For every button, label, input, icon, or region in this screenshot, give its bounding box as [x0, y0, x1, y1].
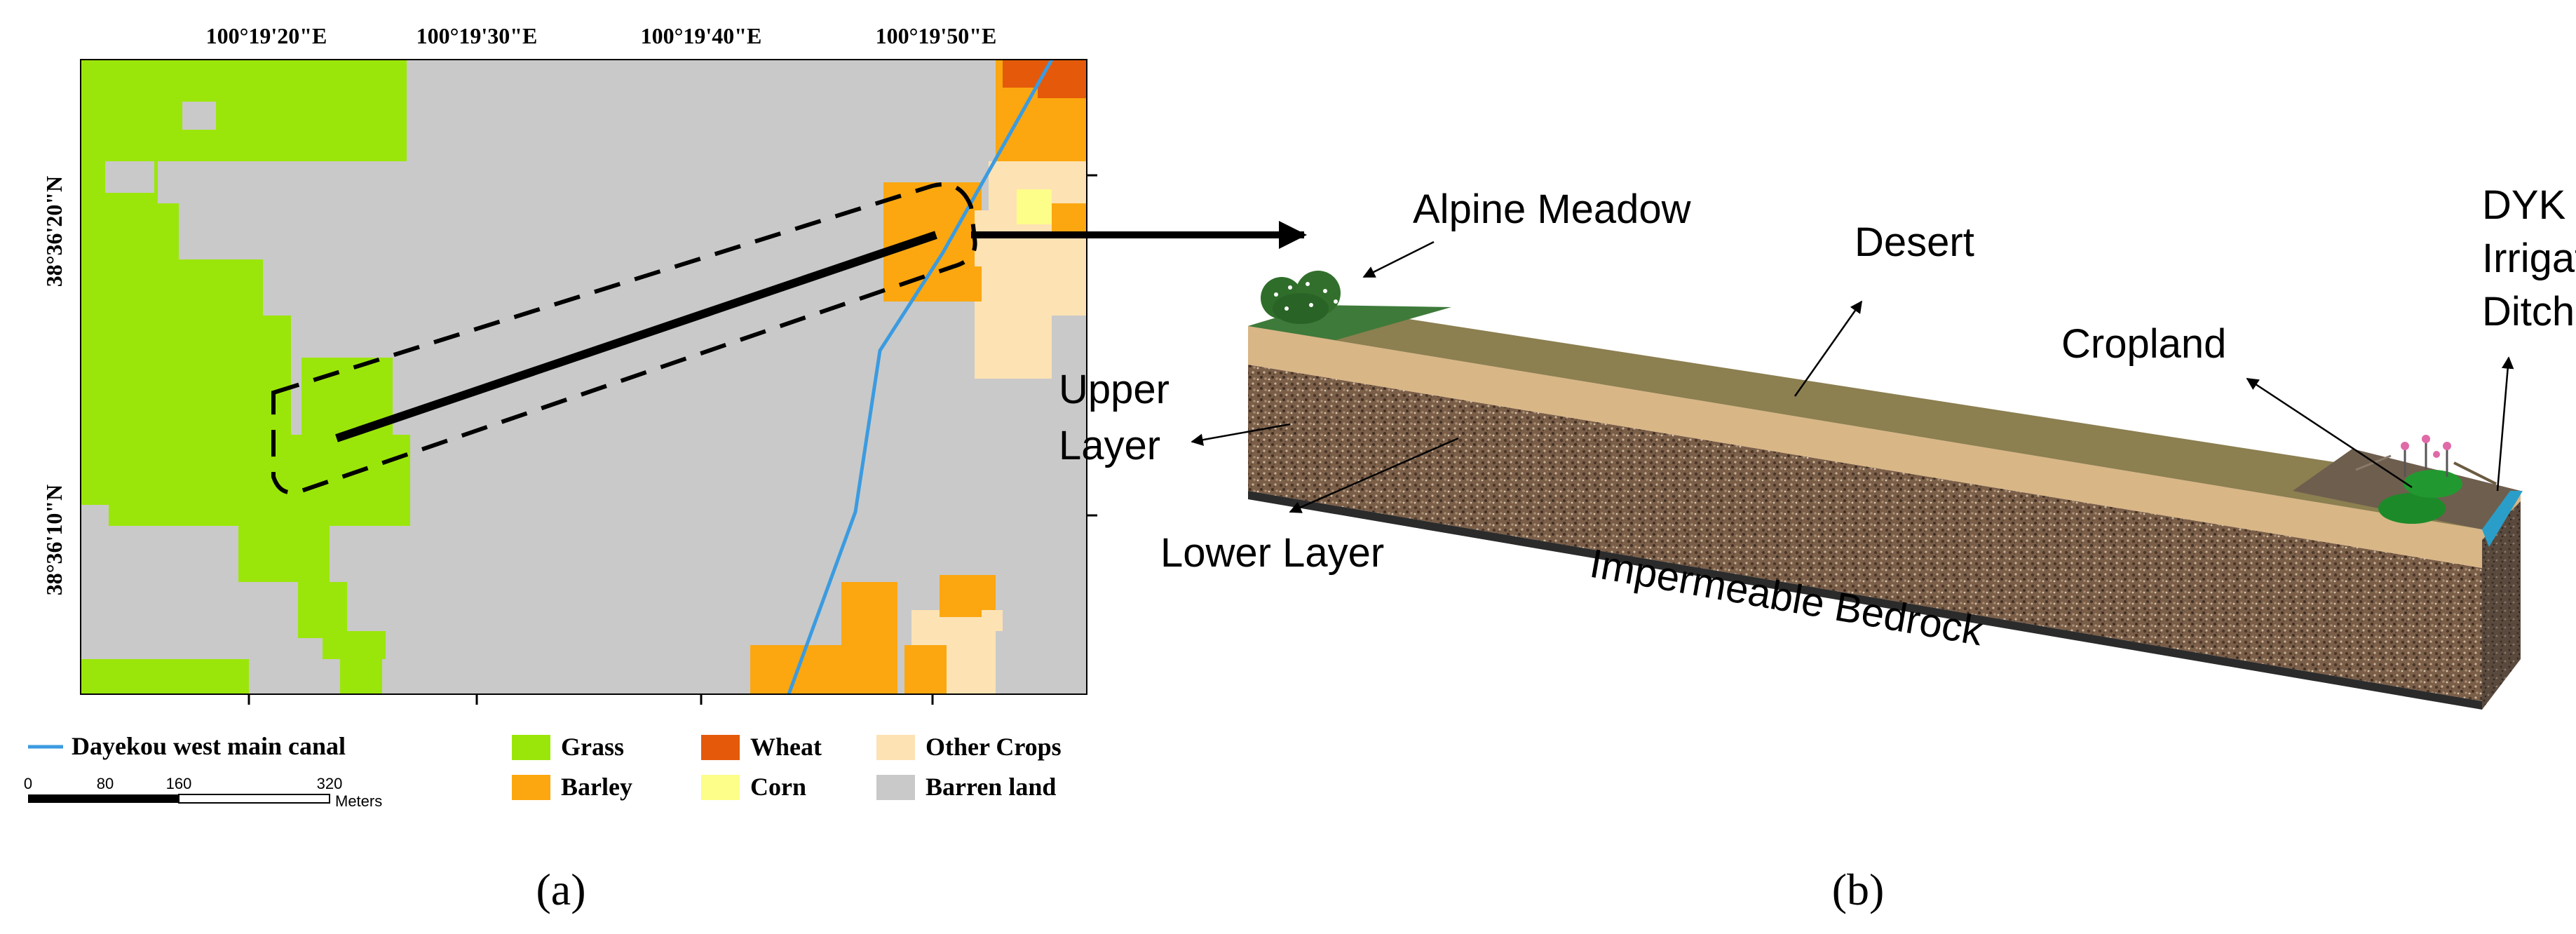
legend-barren-label: Barren land: [926, 773, 1056, 801]
grass-patches: [81, 60, 410, 694]
irrigation-ditch: [2482, 491, 2523, 547]
legend-grass-swatch: [512, 735, 550, 760]
upper-layer-front: [1248, 326, 2482, 568]
legend-grass-label: Grass: [561, 733, 624, 761]
right-side-face: [2482, 491, 2521, 710]
label-desert: Desert: [1855, 219, 1974, 265]
panel-b-diagram: Alpine Meadow Desert DYK Irrigation Ditc…: [1059, 182, 2576, 710]
legend-canal-label: Dayekou west main canal: [72, 732, 346, 760]
lower-layer-front: [1248, 365, 2482, 701]
bedrock-edge: [1248, 491, 2482, 710]
label-ditch: Ditch: [2482, 289, 2575, 334]
label-upper: Upper: [1059, 367, 1170, 412]
map-legend: Dayekou west main canal Grass Wheat Othe…: [28, 732, 1062, 801]
desert-surface: [1248, 305, 2521, 529]
alpine-bushes: [1261, 271, 1341, 324]
label-lower-layer: Lower Layer: [1160, 530, 1384, 576]
transect-line: [335, 231, 937, 442]
label-layer: Layer: [1059, 423, 1160, 468]
scale-tick-0: 0: [24, 775, 32, 792]
map-ticks: [248, 174, 1097, 705]
coord-lat-1: 38°36'20"N: [41, 176, 67, 287]
legend-barley-swatch: [512, 775, 550, 800]
scale-tick-160: 160: [166, 775, 192, 792]
transect-dashed-box: [271, 182, 977, 495]
scale-tick-320: 320: [317, 775, 343, 792]
label-cropland: Cropland: [2061, 321, 2226, 367]
label-dyk: DYK: [2482, 182, 2566, 228]
crop-patches-lower: [750, 575, 1003, 694]
coord-lat-2: 38°36'10"N: [41, 485, 67, 596]
crop-patches-upper: [883, 60, 1087, 379]
label-alpine-meadow: Alpine Meadow: [1413, 187, 1692, 232]
legend-barley-label: Barley: [561, 773, 632, 801]
scale-unit: Meters: [335, 792, 382, 810]
legend-other-swatch: [876, 735, 915, 760]
scale-tick-80: 80: [97, 775, 114, 792]
caption-b: (b): [1832, 865, 1885, 914]
legend-wheat-label: Wheat: [750, 733, 822, 761]
cropland-plants: [2355, 435, 2497, 524]
scale-bar: 0 80 160 320 Meters: [24, 775, 382, 810]
legend-wheat-swatch: [701, 735, 740, 760]
coord-lon-1: 100°19'20"E: [206, 23, 327, 48]
map-frame: [80, 59, 1087, 695]
coord-lon-4: 100°19'50"E: [876, 23, 997, 48]
coord-lon-2: 100°19'30"E: [416, 23, 538, 48]
legend-corn-label: Corn: [750, 773, 806, 801]
coord-lon-3: 100°19'40"E: [641, 23, 762, 48]
panel-a-map: 100°19'20"E 100°19'30"E 100°19'40"E 100°…: [41, 23, 1097, 705]
legend-corn-swatch: [701, 775, 740, 800]
caption-a: (a): [536, 865, 585, 914]
barren-holes: [81, 102, 216, 536]
canal-line: [787, 58, 1054, 695]
legend-other-label: Other Crops: [926, 733, 1062, 761]
label-irrigation: Irrigation: [2482, 236, 2576, 281]
legend-barren-swatch: [876, 775, 915, 800]
